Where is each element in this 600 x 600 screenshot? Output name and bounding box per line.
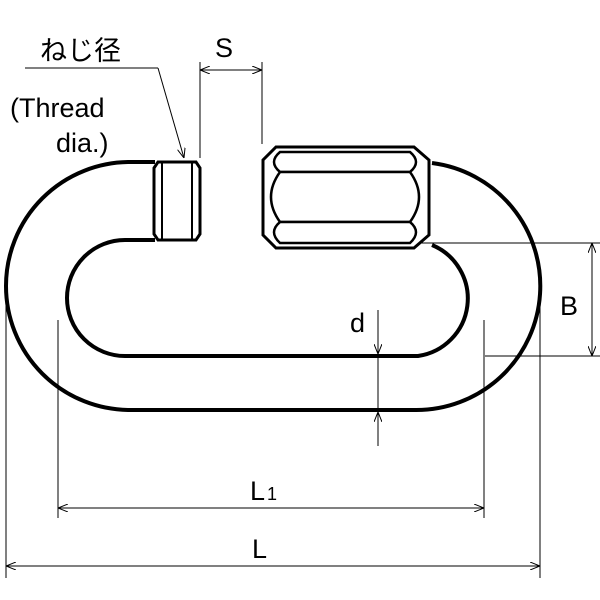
width-label: B [560,291,578,321]
dimension-l [5,300,541,578]
inner-length-subscript: 1 [267,484,277,504]
thread-dia-en-label-2: dia.) [56,128,109,158]
length-label: L [252,534,267,564]
hex-nut [261,145,431,250]
thread-dia-leader [25,67,184,158]
link-body [4,160,543,413]
gap-label: S [215,33,233,63]
dimension-l1 [57,320,485,518]
dimension-b [420,242,600,357]
thread-end [152,160,202,242]
wire-dia-label: d [350,308,365,338]
thread-dia-jp-label: ねじ径 [40,36,121,66]
thread-dia-en-label-1: (Thread [10,93,105,123]
dimension-s [199,62,263,158]
inner-length-main: L [250,476,265,506]
